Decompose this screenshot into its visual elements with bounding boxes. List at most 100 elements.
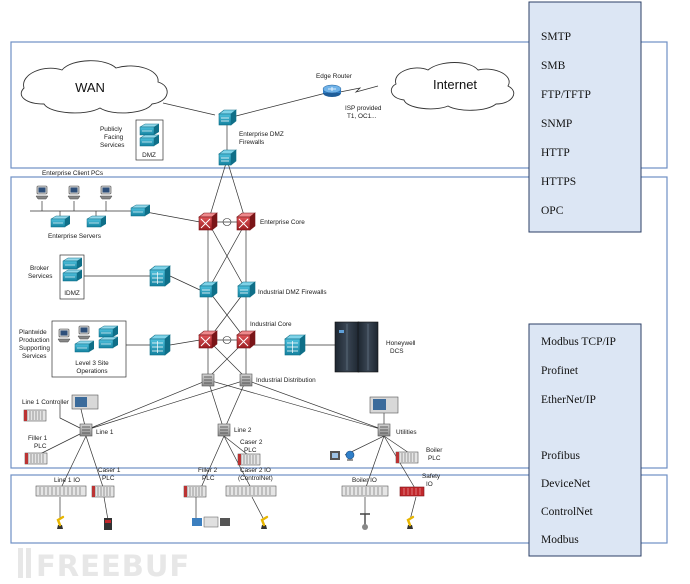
freebuf-watermark: FREEBUF: [18, 548, 190, 583]
line1-controller-label: Line 1 Controller: [22, 399, 70, 406]
utilities-hmi-icon: [369, 396, 399, 414]
filler2-plc-icon: [183, 485, 207, 498]
filler1-line1: Filler 1: [28, 435, 48, 442]
ent-server-icon: [50, 215, 71, 228]
filler2-line1: Filler 2: [198, 467, 218, 474]
caser2-line2: PLC: [244, 447, 257, 454]
ent-server-icon: [86, 215, 107, 228]
industrial-dmz-firewall-icon: [237, 281, 256, 298]
enterprise-core-switch-icon: [236, 212, 256, 231]
filler1-plc-icon: [24, 452, 48, 465]
protocol-list-bottom: Modbus TCP/IPProfinetEtherNet/IPProfibus…: [541, 336, 616, 546]
line1-controller-plc-icon: [23, 409, 47, 422]
ent-servers-label: Enterprise Servers: [48, 233, 101, 240]
line1-io-label: Line 1 IO: [54, 477, 80, 484]
line1-hmi-icon: [71, 394, 99, 410]
ent-access-switch-icon: [130, 204, 151, 217]
public-services-line2: Facing: [104, 134, 124, 141]
client-pc-icon: [67, 185, 81, 200]
boiler-io-label: Boiler IO: [352, 477, 377, 484]
industrial-dmz-firewall-icon: [199, 281, 218, 298]
link-bundle-enterprise-core: [222, 218, 232, 226]
protocol-label: Profibus: [541, 450, 581, 462]
watermark-text: FREEBUF: [36, 549, 190, 583]
enterprise-industrial-zone: [10, 176, 668, 469]
dmz-label: DMZ: [142, 152, 156, 159]
client-pc-icon: [99, 185, 113, 200]
line1-label: Line 1: [96, 429, 114, 436]
dmz-firewall-icon: [218, 109, 237, 126]
field-zone: [10, 474, 668, 544]
boiler-io-rack-icon: [341, 485, 389, 497]
ent-client-pcs-label: Enterprise Client PCs: [42, 170, 103, 177]
internet-cloud-icon: [390, 62, 515, 111]
wan-label: WAN: [75, 80, 105, 95]
caser1-drive-icon: [104, 518, 112, 530]
dmz-server-icon: [139, 134, 160, 147]
caser1-line2: PLC: [102, 475, 115, 482]
plantwide-line1: Plantwide: [19, 329, 47, 336]
filler2-motor-icon: [192, 516, 230, 528]
protocols-panel-top: [528, 1, 642, 233]
protocol-label: OPC: [541, 205, 564, 217]
safety-line1: Safety: [422, 473, 441, 480]
ent-dmz-fw-line2: Firewalls: [239, 139, 264, 146]
caser2-io-rack-icon: [225, 485, 277, 497]
level3-server-icon: [74, 340, 95, 353]
level3-pc-icon: [77, 325, 91, 340]
link-bundle-industrial-core: [222, 336, 232, 344]
enterprise-dmz-zone: [10, 41, 668, 169]
safety-robot-icon: [405, 515, 415, 531]
caser1-line1: Caser 1: [98, 467, 121, 474]
caser2io-line2: (ControlNet): [238, 475, 273, 482]
internet-label: Internet: [433, 77, 477, 92]
dcs-switch-icon: [284, 334, 306, 356]
level3-pc-icon: [57, 328, 71, 343]
idmz-label: IDMZ: [64, 290, 80, 297]
utilities-valve-icon: [345, 450, 355, 461]
industrial-core-switch-icon: [236, 330, 256, 349]
ind-dmz-fw-label: Industrial DMZ Firewalls: [258, 289, 327, 296]
boiler-plc-line1: Boiler: [426, 447, 443, 454]
protocol-label: FTP/TFTP: [541, 89, 591, 101]
utilities-switch-icon: [377, 423, 391, 437]
protocol-label: HTTP: [541, 147, 570, 159]
caser1-plc-icon: [91, 485, 115, 498]
edge-router-icon: [322, 84, 342, 97]
line2-label: Line 2: [234, 427, 252, 434]
protocol-label: SMTP: [541, 31, 571, 43]
idmz-server-icon: [62, 257, 83, 270]
client-pc-icon: [35, 185, 49, 200]
dmz-firewall-icon: [218, 149, 237, 166]
idmz-server-icon: [62, 269, 83, 282]
filler2-line2: PLC: [202, 475, 215, 482]
level3-line2: Operations: [76, 368, 107, 375]
protocol-label: EtherNet/IP: [541, 394, 596, 406]
idmz-switch-icon: [149, 265, 171, 287]
protocol-label: Profinet: [541, 365, 579, 377]
boiler-plc-line2: PLC: [428, 455, 441, 462]
ent-dmz-fw-line1: Enterprise DMZ: [239, 131, 284, 138]
honeywell-line1: Honeywell: [386, 340, 415, 347]
isp-label-line1: ISP provided: [345, 105, 382, 112]
filler1-line2: PLC: [34, 443, 47, 450]
wan-cloud-icon: [20, 60, 168, 114]
level3-server-icon: [98, 325, 119, 338]
line1-io-rack-icon: [35, 485, 87, 497]
plantwide-line2: Production: [19, 337, 50, 344]
isp-link-icon: [339, 85, 379, 93]
line1-robot-icon: [55, 515, 65, 531]
plantwide-line4: Services: [22, 353, 47, 360]
protocol-label: DeviceNet: [541, 478, 591, 490]
line1-switch-icon: [79, 423, 93, 437]
edge-router-label: Edge Router: [316, 73, 353, 80]
broker-line1: Broker: [30, 265, 50, 272]
caser2-line1: Caser 2: [240, 439, 263, 446]
enterprise-core-switch-icon: [198, 212, 218, 231]
utilities-pc-icon: [330, 451, 340, 460]
plantwide-line3: Supporting: [19, 345, 50, 352]
industrial-core-switch-icon: [198, 330, 218, 349]
